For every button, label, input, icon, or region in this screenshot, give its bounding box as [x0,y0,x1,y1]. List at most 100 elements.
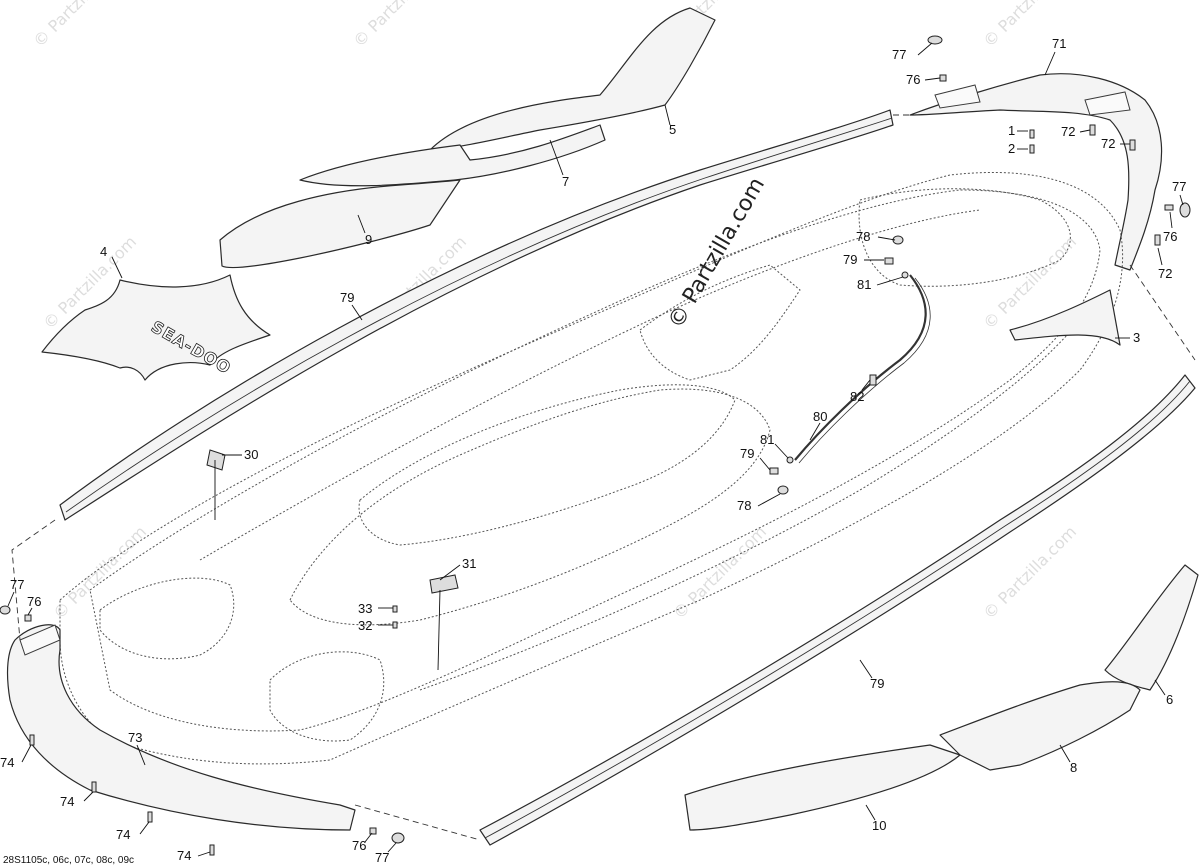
storage-front [99,577,235,660]
leader-6 [1154,679,1166,696]
leader-82 [861,379,871,391]
leader-72c [1157,247,1163,266]
callout-81-bottom: 81 [760,432,774,447]
leader-78-top [877,236,896,241]
leader-71 [1044,51,1056,76]
callout-81-top: 81 [857,277,871,292]
watermark: © Partzilla.com [349,0,450,51]
fastener-81-bottom [786,456,794,464]
decal-31 [429,574,459,594]
callout-4: 4 [100,244,107,259]
fastener-1 [1029,129,1035,139]
leader-5 [664,104,671,126]
leader-80 [809,422,821,441]
callout-77-front: 77 [10,577,24,592]
fastener-74a [29,734,35,746]
callout-9: 9 [365,232,372,247]
callout-76-top: 76 [906,72,920,87]
leader-75-bottom [859,659,873,679]
watermark: © Partzilla.com [29,0,130,51]
callout-76-front: 76 [27,594,41,609]
rub-rail-bottom-edge [484,380,1191,839]
callout-33: 33 [358,601,372,616]
mat-part-6 [1104,564,1199,691]
watermark: © Partzilla.com [669,522,770,623]
mat-part-4 [41,274,271,381]
diagram-code: 28S1105c, 06c, 07c, 08c, 09c [3,855,134,866]
callout-72c: 72 [1158,266,1172,281]
callout-77-bottom: 77 [375,850,389,865]
callout-73: 73 [128,730,142,745]
hose-80-inner [798,277,931,464]
seat-area [358,384,736,546]
leader-8 [1059,744,1071,763]
fastener-77-bottom [391,832,405,844]
callout-31: 31 [462,556,476,571]
callout-8: 8 [1070,760,1077,775]
leader-4 [111,256,123,279]
leader-30 [214,454,242,520]
callout-77-top: 77 [892,47,906,62]
fastener-78-bottom [777,485,789,495]
leader-76-front [27,607,33,616]
fastener-81-top [901,271,909,279]
callout-30: 30 [244,447,258,462]
guide-left [11,519,56,641]
construction-lines [11,114,1196,841]
leader-77-front [7,591,15,607]
callout-3: 3 [1133,330,1140,345]
leader-76-side [1169,211,1173,229]
leader-75-top [351,304,363,321]
callout-75-bottom: 79 [870,676,884,691]
rear-side-3 [1009,289,1121,346]
rear-bumper-71-detail [934,84,981,109]
inner-gunwale [199,209,981,561]
leader-74c [139,821,150,835]
fastener-32 [392,621,398,629]
leader-74a [21,744,32,763]
rub-rail-bottom [479,374,1196,846]
callout-74a: 74 [0,755,14,770]
callout-79-bottom: 79 [740,446,754,461]
fastener-72c [1154,234,1161,246]
fastener-74b [91,781,97,793]
fastener-79-top [884,257,894,265]
center-watermark: © Partzilla.com [664,173,771,333]
fastener-79-bottom [769,467,779,475]
callout-76-bottom: 76 [352,838,366,853]
leader-31 [437,564,461,671]
callout-7: 7 [562,174,569,189]
leader-73 [136,744,146,766]
leader-7 [549,139,564,176]
callout-6: 6 [1166,692,1173,707]
leader-76-top [924,77,941,81]
callout-71: 71 [1052,36,1066,51]
callout-74c: 74 [116,827,130,842]
mat-part-9 [219,179,461,269]
callout-74d: 74 [177,848,191,863]
callout-1: 1 [1008,123,1015,138]
front-bumper-73 [6,624,356,831]
inner-gunwale-lower [419,319,1081,691]
leader-79-bottom [759,457,771,471]
fastener-77-rear-side [1179,202,1191,218]
callout-32: 32 [358,618,372,633]
fastener-77-front [0,605,11,615]
fastener-72a [1089,124,1096,136]
fastener-76-front [24,614,32,622]
leader-77-top [917,42,933,56]
fastener-74c [147,811,153,823]
callout-82: 82 [850,389,864,404]
leader-76-bottom [364,832,373,843]
mat-part-5 [429,7,716,151]
fastener-2 [1029,144,1035,154]
callout-77-side: 77 [1172,179,1186,194]
fastener-77-rear-top [927,35,943,45]
hull-outline [59,172,1124,765]
guide-right [1129,264,1196,361]
callout-76-side: 76 [1163,229,1177,244]
leader-10 [865,804,876,821]
fastener-72b [1129,139,1136,151]
callout-79-top: 79 [843,252,857,267]
front-bumper-73-vent [19,624,61,656]
